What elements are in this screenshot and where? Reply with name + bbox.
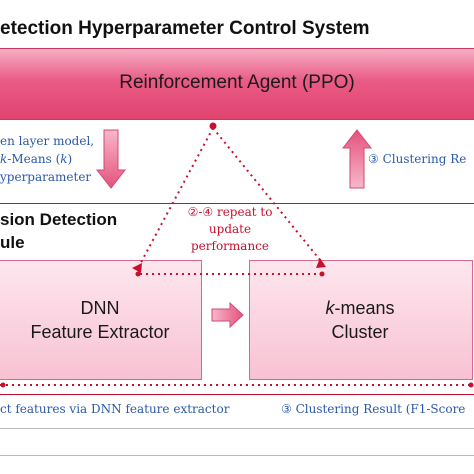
loop-note-line3: performance: [190, 239, 269, 253]
kmeans-box: [249, 260, 473, 380]
kmeans-box-line1: k-means: [325, 298, 395, 318]
module-title-line2: ule: [0, 233, 25, 252]
dnn-box-line2: Feature Extractor: [30, 322, 170, 342]
module-title: sion Detection ule: [0, 208, 117, 254]
right-note: ③ Clustering Re: [368, 152, 467, 166]
bottom-divider: [0, 428, 474, 429]
agent-label: Reinforcement Agent (PPO): [119, 72, 355, 93]
left-note-line2: k-Means (k): [0, 152, 73, 166]
dnn-box: [0, 260, 202, 380]
left-note-line3: yperparameter: [0, 170, 92, 184]
down-arrow-icon: [96, 129, 126, 189]
bottom-right-note: ③ Clustering Result (F1-Score: [281, 402, 466, 416]
dnn-box-line1: DNN: [80, 298, 120, 318]
module-title-line1: sion Detection: [0, 210, 118, 229]
loop-note: ②-④ repeat to update performance: [170, 204, 290, 255]
loop-note-line1: ②-④ repeat to: [187, 205, 273, 219]
up-arrow-icon: [342, 129, 372, 189]
bottom-left-note: ct features via DNN feature extractor: [0, 402, 230, 416]
dnn-box-label: DNN Feature Extractor: [0, 296, 200, 344]
system-title: etection Hyperparameter Control System: [0, 18, 370, 39]
left-note-line1: en layer model,: [0, 134, 95, 148]
right-arrow-icon: [211, 302, 244, 328]
bottom-divider-2: [0, 455, 474, 456]
agent-bar: [0, 48, 474, 120]
loop-note-line2: update: [208, 222, 252, 236]
kmeans-box-label: k-means Cluster: [250, 296, 470, 344]
kmeans-box-line2: Cluster: [331, 322, 389, 342]
